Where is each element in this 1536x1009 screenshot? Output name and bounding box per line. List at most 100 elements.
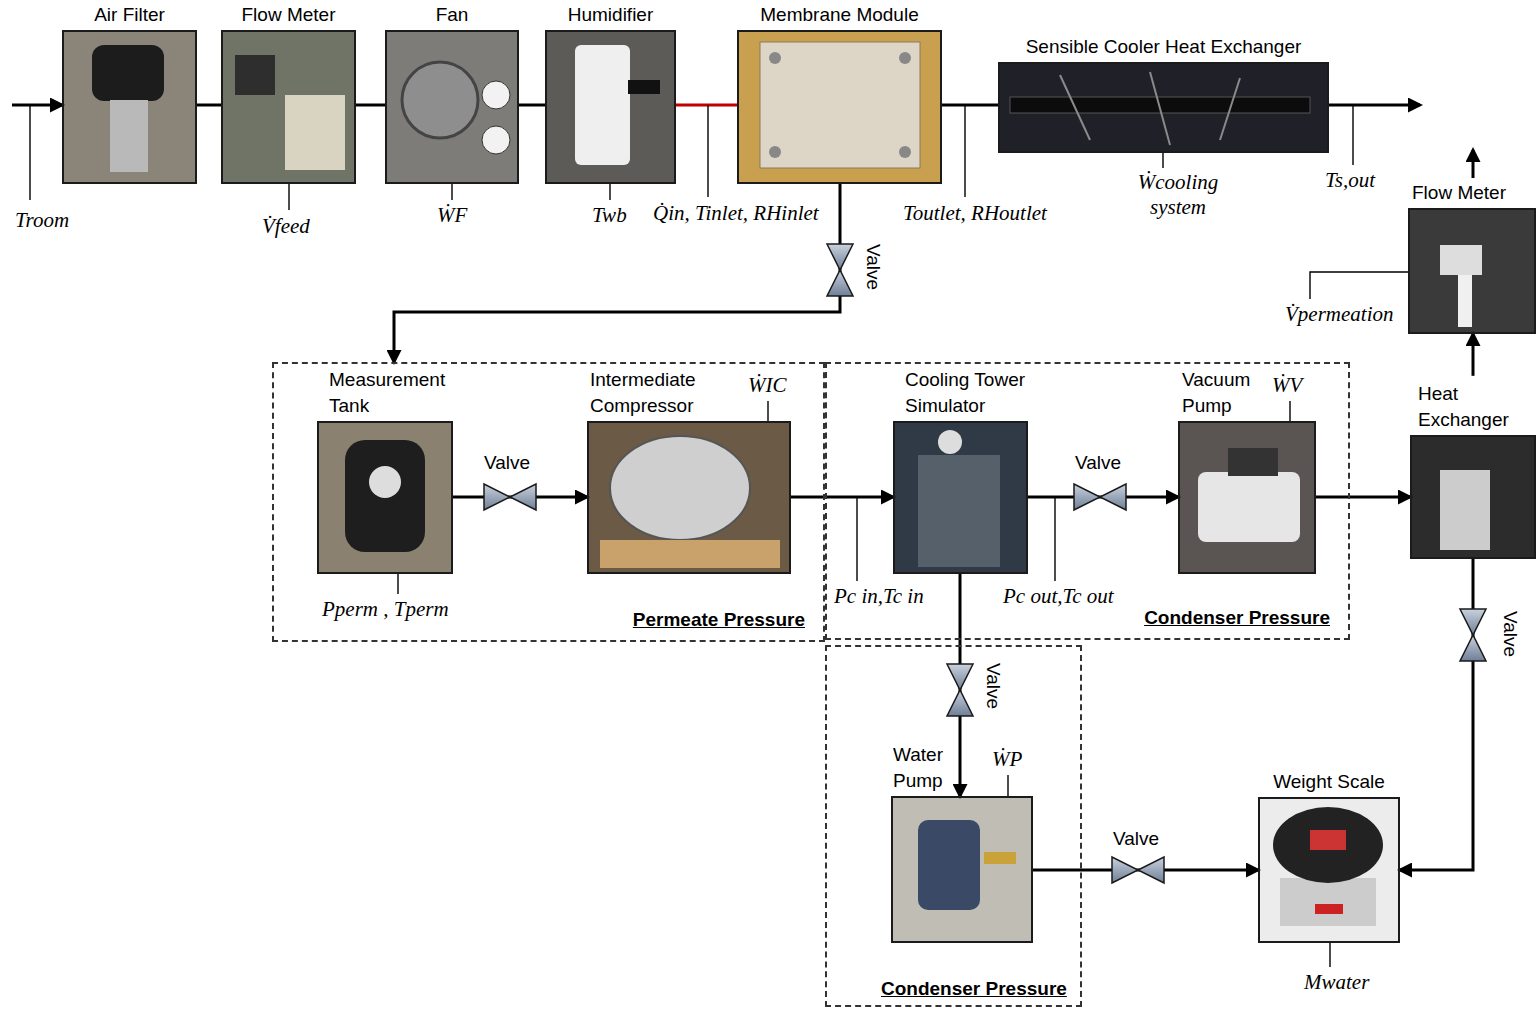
leader-lines <box>30 105 1408 967</box>
water-pump-photo <box>891 796 1033 943</box>
photo-ground <box>317 421 453 574</box>
equipment-heading: Air Filter <box>94 2 165 29</box>
valve-symbol <box>510 484 536 510</box>
bolt <box>899 52 911 64</box>
tank <box>918 455 1000 567</box>
bolt <box>769 52 781 64</box>
filter-stem <box>110 100 148 172</box>
equipment-box: Heat Exchanger <box>1410 435 1536 559</box>
photo-ground <box>1178 421 1316 574</box>
measurement-tank-photo <box>317 421 453 574</box>
photo-ground <box>891 796 1033 943</box>
valve-label: Valve <box>484 452 530 474</box>
leader-line <box>767 401 768 421</box>
valve-symbol <box>947 664 973 690</box>
filter-housing <box>92 45 164 101</box>
valve-symbol <box>1074 484 1100 510</box>
valve-label: Valve <box>1075 452 1121 474</box>
photo-ground <box>1408 208 1536 334</box>
permeation-flow-meter-photo <box>1408 208 1536 334</box>
equipment-heading: Intermediate Compressor <box>590 367 715 420</box>
measurement-symbol: Troom <box>15 208 69 233</box>
fitting <box>984 852 1016 864</box>
leader-line <box>29 105 30 200</box>
gauge <box>369 466 401 498</box>
pipe-connector <box>519 104 545 107</box>
valve-symbol <box>947 690 973 716</box>
equipment-heading: Flow Meter <box>1412 180 1506 207</box>
valve-label: Valve <box>862 244 884 290</box>
measurement-symbol: Twb <box>592 203 627 228</box>
measurement-symbol: V̇feed <box>262 214 310 239</box>
region-caption: Permeate Pressure <box>633 609 805 632</box>
measurement-symbol: ẆF <box>437 203 467 228</box>
leader-line <box>1329 943 1330 967</box>
valve-symbol <box>1138 857 1164 883</box>
leader-line <box>1289 401 1290 421</box>
gauge <box>482 81 510 109</box>
valve-symbol <box>1460 635 1486 661</box>
leader-line <box>1310 272 1408 299</box>
exchanger-body <box>1440 470 1490 550</box>
equipment-box: Air Filter <box>62 30 197 184</box>
equipment-box: Intermediate Compressor <box>587 421 791 574</box>
equipment-heading: Weight Scale <box>1273 769 1385 796</box>
measurement-symbol: V̇permeation <box>1285 302 1393 327</box>
pipe-connector <box>676 104 737 107</box>
pipe-connector <box>1400 559 1473 870</box>
heat-exchanger-photo <box>1410 435 1536 559</box>
measurement-symbol: ẆV <box>1272 373 1302 398</box>
equipment-box: Membrane Module <box>737 30 942 184</box>
pipe-connector <box>942 104 998 107</box>
equipment-box: Vacuum Pump <box>1178 421 1316 574</box>
photo-ground <box>385 30 519 184</box>
equipment-box: Flow Meter <box>1408 208 1536 334</box>
leader-line <box>1007 775 1008 796</box>
scale-base <box>1280 878 1376 926</box>
fan-housing <box>402 62 478 138</box>
bolt <box>899 146 911 158</box>
measurement-symbol: Mwater <box>1304 970 1369 995</box>
leader-line <box>856 497 857 581</box>
equipment-box: Sensible Cooler Heat Exchanger <box>998 62 1329 153</box>
valve-symbol <box>1460 609 1486 635</box>
fan-photo <box>385 30 519 184</box>
equipment-heading: Flow Meter <box>242 2 336 29</box>
bolt <box>769 146 781 158</box>
valve-symbol <box>1100 484 1126 510</box>
weight-scale-photo <box>1258 797 1400 943</box>
valve-symbol <box>827 244 853 270</box>
equipment-heading: Membrane Module <box>760 2 918 29</box>
valve-label: Valve <box>1499 611 1521 657</box>
equipment-box: Water Pump <box>891 796 1033 943</box>
acrylic-plate <box>760 42 920 168</box>
leader-line <box>1352 105 1353 165</box>
membrane-module-photo <box>737 30 942 184</box>
flow-meter-photo <box>221 30 356 184</box>
air-filter-photo <box>62 30 197 184</box>
nozzle <box>628 80 660 94</box>
pipe-connector <box>791 496 893 499</box>
display <box>1315 904 1343 914</box>
equipment-heading: Humidifier <box>568 2 654 29</box>
leader-line <box>397 574 398 594</box>
pipe-connector <box>1316 496 1410 499</box>
pressure-region: Condenser PressureWater Pump <box>825 645 1082 1007</box>
meter-body <box>235 55 275 95</box>
motor <box>610 436 750 540</box>
valves <box>484 244 1486 883</box>
tube <box>1458 275 1472 327</box>
equipment-heading: Heat Exchanger <box>1418 381 1530 434</box>
photo-ground <box>1258 797 1400 943</box>
photo-ground <box>221 30 356 184</box>
photo-ground <box>998 62 1329 153</box>
leader-line <box>288 184 289 210</box>
humidifier-photo <box>545 30 676 184</box>
equipment-heading: Sensible Cooler Heat Exchanger <box>1026 34 1302 61</box>
equipment-box: Flow Meter <box>221 30 356 184</box>
equipment-box: Fan <box>385 30 519 184</box>
valve-symbol <box>827 270 853 296</box>
equipment-heading: Fan <box>436 2 469 29</box>
equipment-box: Measurement Tank <box>317 421 453 574</box>
scale-pan <box>1273 807 1383 883</box>
